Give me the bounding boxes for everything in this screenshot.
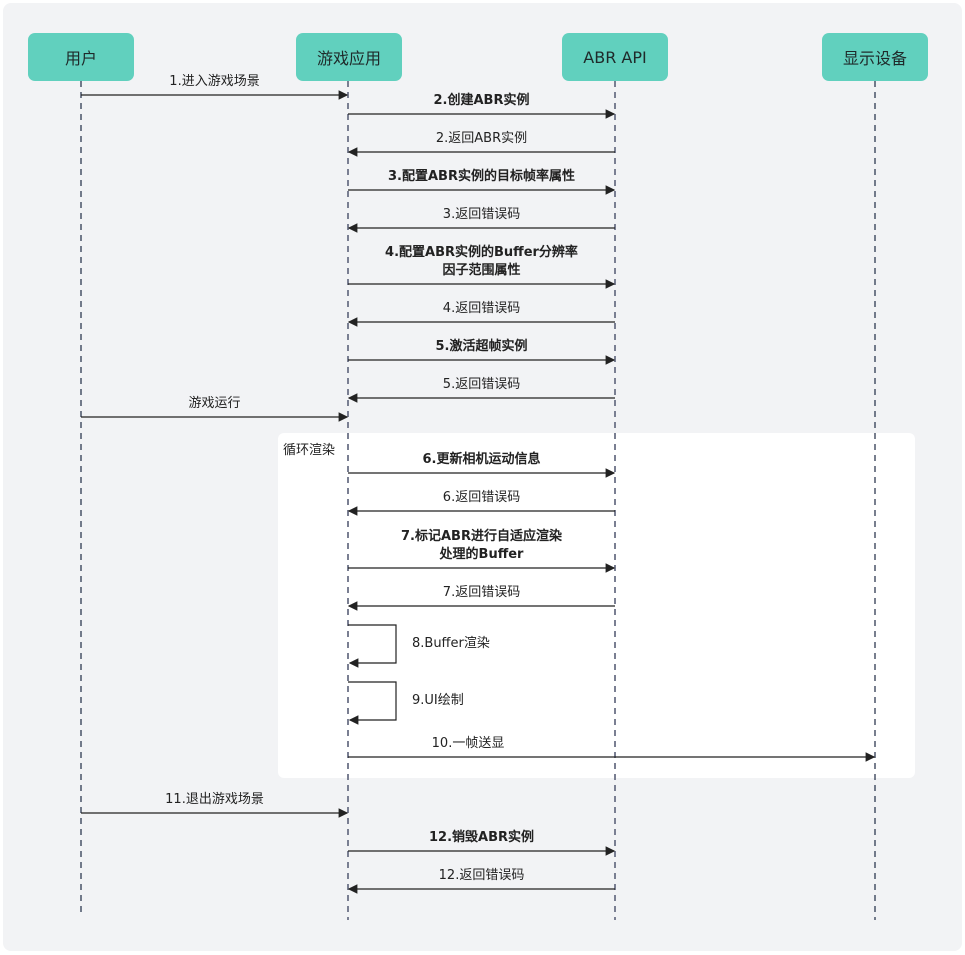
message-label: 7.标记ABR进行自适应渲染处理的Buffer bbox=[401, 529, 562, 562]
message-label: 12.返回错误码 bbox=[438, 868, 525, 883]
message-label: 3.配置ABR实例的目标帧率属性 bbox=[388, 169, 575, 184]
actor-game-app: 游戏应用 bbox=[296, 33, 402, 81]
message-label: 4.配置ABR实例的Buffer分辨率因子范围属性 bbox=[385, 245, 578, 278]
actor-user: 用户 bbox=[28, 33, 134, 81]
message-label: 5.返回错误码 bbox=[442, 377, 521, 392]
actor-abr-api: ABR API bbox=[562, 33, 668, 81]
loop-label: 循环渲染 bbox=[283, 443, 336, 458]
message-label: 9.UI绘制 bbox=[412, 693, 464, 708]
self-message-arrow bbox=[348, 681, 397, 725]
message-label: 6.返回错误码 bbox=[442, 490, 521, 505]
message-label: 7.返回错误码 bbox=[442, 585, 521, 600]
message-label: 11.退出游戏场景 bbox=[165, 792, 264, 807]
message-label: 3.返回错误码 bbox=[442, 207, 521, 222]
message-label: 游戏运行 bbox=[188, 396, 241, 411]
message-label: 10.一帧送显 bbox=[431, 736, 505, 751]
message-label: 8.Buffer渲染 bbox=[412, 636, 490, 651]
message-label: 4.返回错误码 bbox=[442, 301, 521, 316]
actor-display-device: 显示设备 bbox=[822, 33, 928, 81]
message-label: 1.进入游戏场景 bbox=[169, 74, 260, 89]
message-label: 5.激活超帧实例 bbox=[435, 339, 528, 354]
self-message-arrow bbox=[348, 624, 397, 668]
message-label: 6.更新相机运动信息 bbox=[422, 452, 541, 467]
message-label: 2.返回ABR实例 bbox=[435, 131, 528, 146]
message-label: 12.销毁ABR实例 bbox=[428, 830, 534, 845]
message-label: 2.创建ABR实例 bbox=[433, 93, 530, 108]
